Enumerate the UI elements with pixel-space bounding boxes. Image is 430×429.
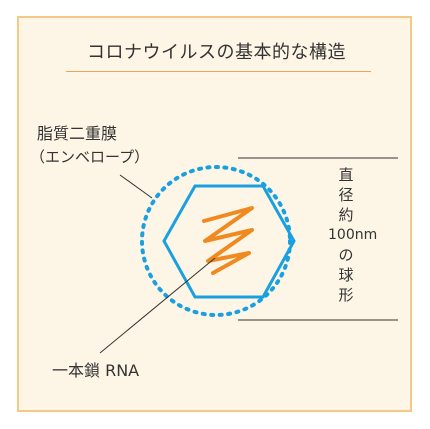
diameter-char: 径 — [338, 186, 354, 204]
diameter-char: 形 — [338, 286, 354, 304]
diameter-label: 直 径 約 100nm の 球 形 — [328, 165, 378, 305]
diameter-char: の — [338, 246, 354, 264]
diameter-value: 100nm — [328, 227, 378, 243]
diameter-char: 約 — [338, 206, 354, 224]
diagram-title: コロナウイルスの基本的な構造 — [87, 42, 346, 63]
membrane-label-line2: （エンベロープ） — [30, 148, 150, 166]
title-underline — [66, 71, 371, 72]
membrane-label-line1: 脂質二重膜 — [37, 124, 118, 143]
membrane-leader-line — [119, 174, 153, 199]
diameter-char: 球 — [338, 266, 354, 284]
rna-strand — [202, 206, 254, 275]
envelope-membrane — [140, 165, 292, 317]
diameter-char: 直 — [338, 166, 354, 184]
rna-label: 一本鎖 RNA — [52, 361, 140, 380]
capsid-hexagon — [162, 184, 296, 299]
rna-leader-line — [99, 257, 216, 354]
